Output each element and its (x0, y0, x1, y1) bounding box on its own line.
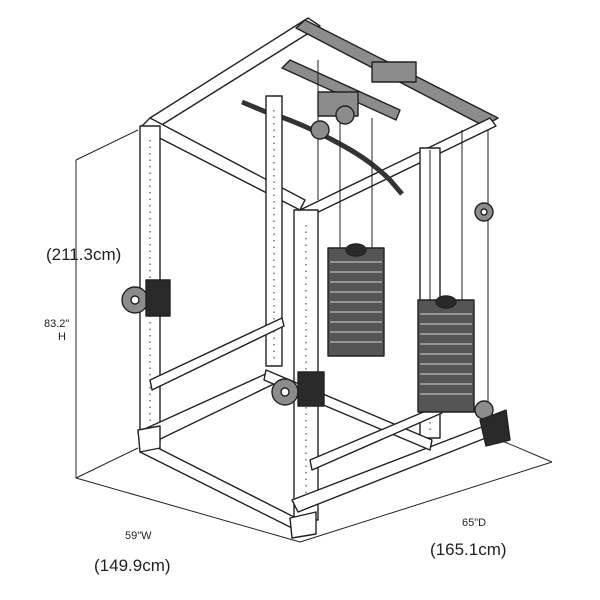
height-imperial-value: 83.2" (44, 318, 70, 330)
carriages (137, 279, 511, 539)
depth-metric-label: (165.1cm) (430, 540, 507, 559)
pulley-wheels (121, 105, 494, 420)
top-rails (139, 17, 499, 219)
depth-dimension-line (299, 439, 553, 543)
width-imperial-label: 59"W (125, 530, 152, 542)
width-dimension-line (75, 477, 301, 543)
height-dimension-line (75, 129, 139, 479)
height-unit: H (58, 331, 66, 343)
weight-stack-right (417, 295, 475, 413)
width-metric-label: (149.9cm) (94, 556, 171, 575)
depth-imperial-label: 65"D (462, 517, 487, 529)
uprights (139, 95, 441, 521)
height-imperial-label: 83.2" H (44, 318, 69, 344)
height-metric-label: (211.3cm) (46, 245, 122, 264)
base-frame (137, 317, 507, 533)
weight-stack-left (327, 243, 385, 357)
